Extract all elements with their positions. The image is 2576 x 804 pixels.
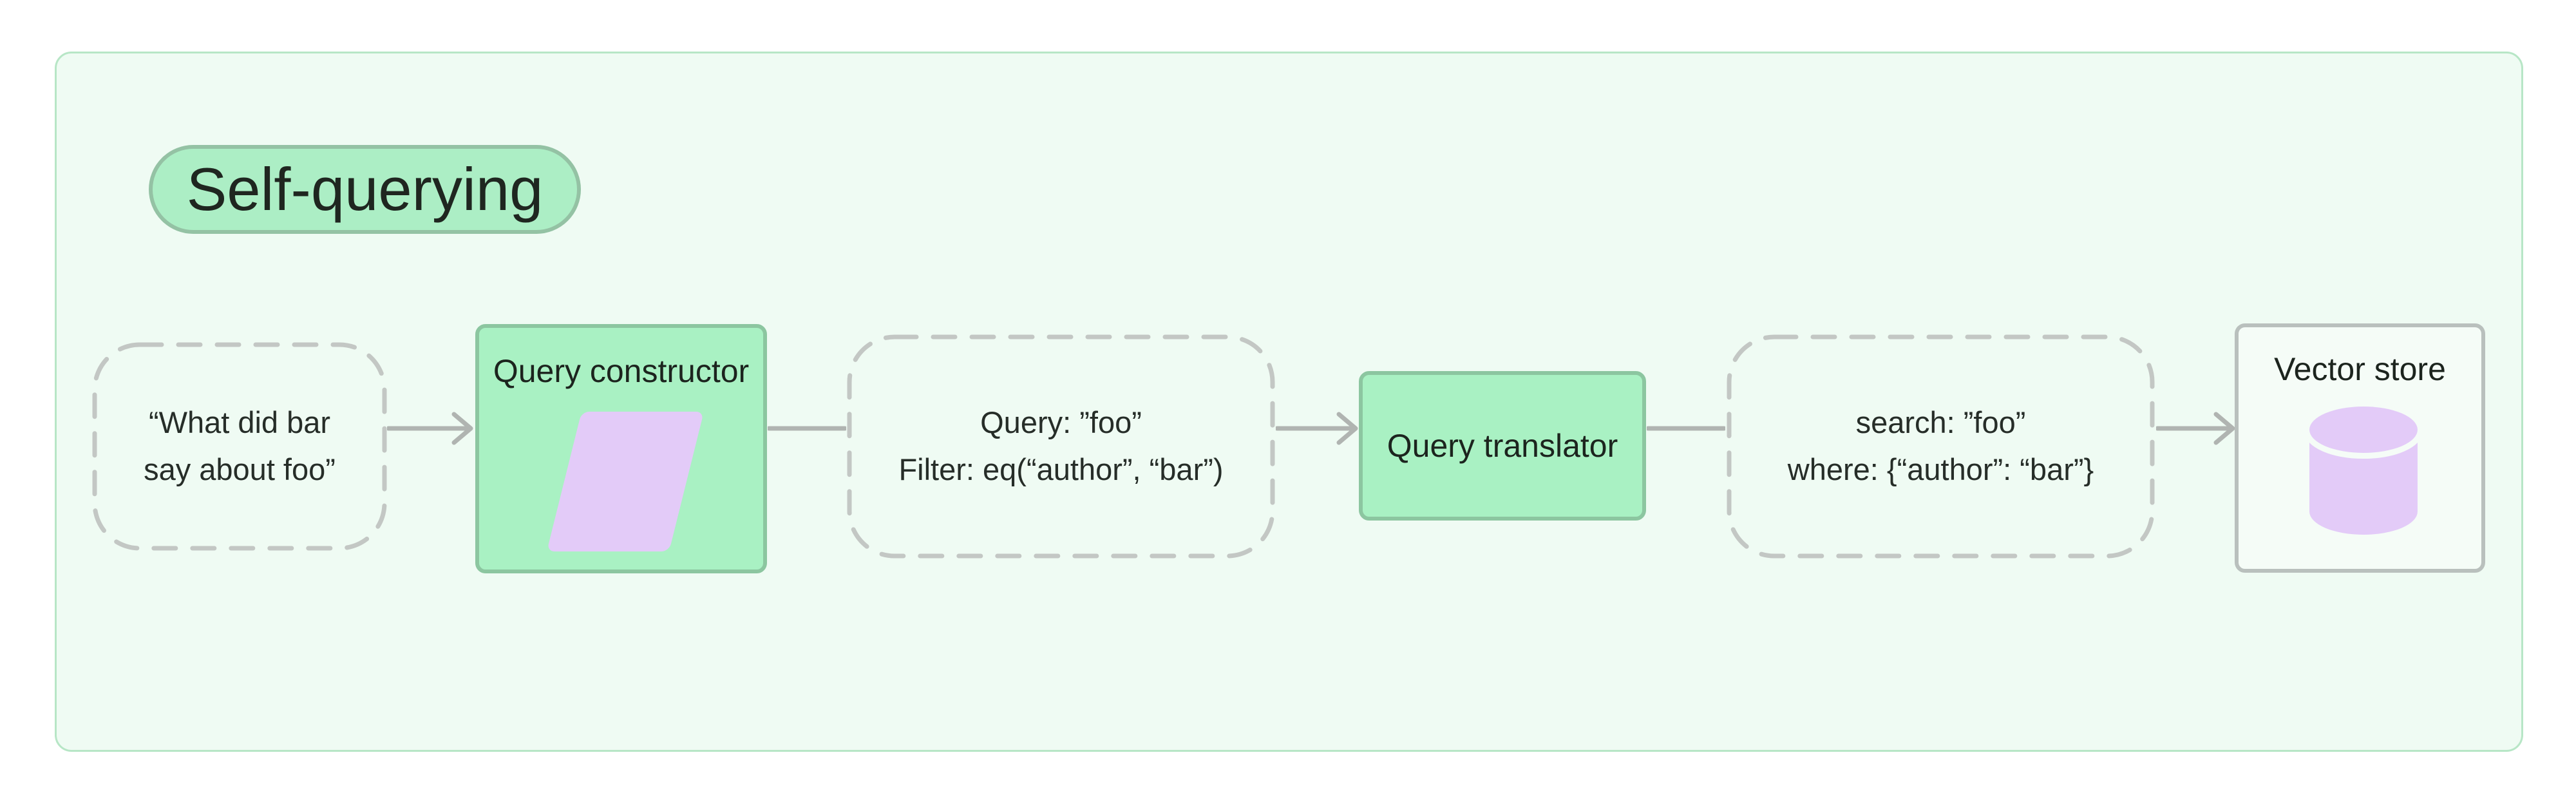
line-constructor-to-query (768, 410, 846, 446)
structured-query-line2: Filter: eq(“author”, “bar”) (898, 452, 1224, 486)
line-icon (768, 426, 846, 431)
input-question-line1: “What did bar (148, 405, 331, 440)
dashed-border (92, 342, 387, 551)
structured-query-line1: Query: ”foo” (980, 405, 1142, 440)
line-icon (1647, 426, 1725, 431)
arrow-icon (1276, 412, 1358, 445)
arrow-translated-to-store (2156, 410, 2237, 446)
input-question-node: “What did bar say about foo” (92, 342, 387, 551)
query-constructor-box: Query constructor (475, 324, 767, 573)
arrow-icon (387, 412, 473, 445)
dashed-border (847, 334, 1275, 559)
translated-query-line2: where: {“author”: “bar”} (1787, 452, 2094, 486)
diagram-title-pill: Self-querying (149, 145, 581, 234)
query-translator-label: Query translator (1387, 428, 1618, 464)
arrow-icon (2156, 412, 2235, 445)
diagram-canvas: Self-querying “What did bar say about fo… (55, 52, 2523, 752)
translated-query-line1: search: ”foo” (1855, 405, 2026, 440)
translated-query-node: search: ”foo” where: {“author”: “bar”} (1727, 334, 2155, 559)
arrow-query-to-translator (1276, 410, 1359, 446)
diagram-title: Self-querying (186, 155, 544, 223)
line-translator-to-translated (1647, 410, 1725, 446)
query-constructor-label: Query constructor (493, 353, 750, 389)
database-icon (2304, 407, 2423, 535)
input-question-line2: say about foo” (144, 452, 336, 486)
structured-query-node: Query: ”foo” Filter: eq(“author”, “bar”) (847, 334, 1275, 559)
dashed-border (1727, 334, 2155, 559)
parallelogram-icon (546, 412, 705, 551)
arrow-input-to-constructor (387, 410, 475, 446)
vector-store-box: Vector store (2235, 323, 2485, 573)
query-translator-box: Query translator (1359, 371, 1646, 521)
vector-store-label: Vector store (2274, 351, 2446, 387)
